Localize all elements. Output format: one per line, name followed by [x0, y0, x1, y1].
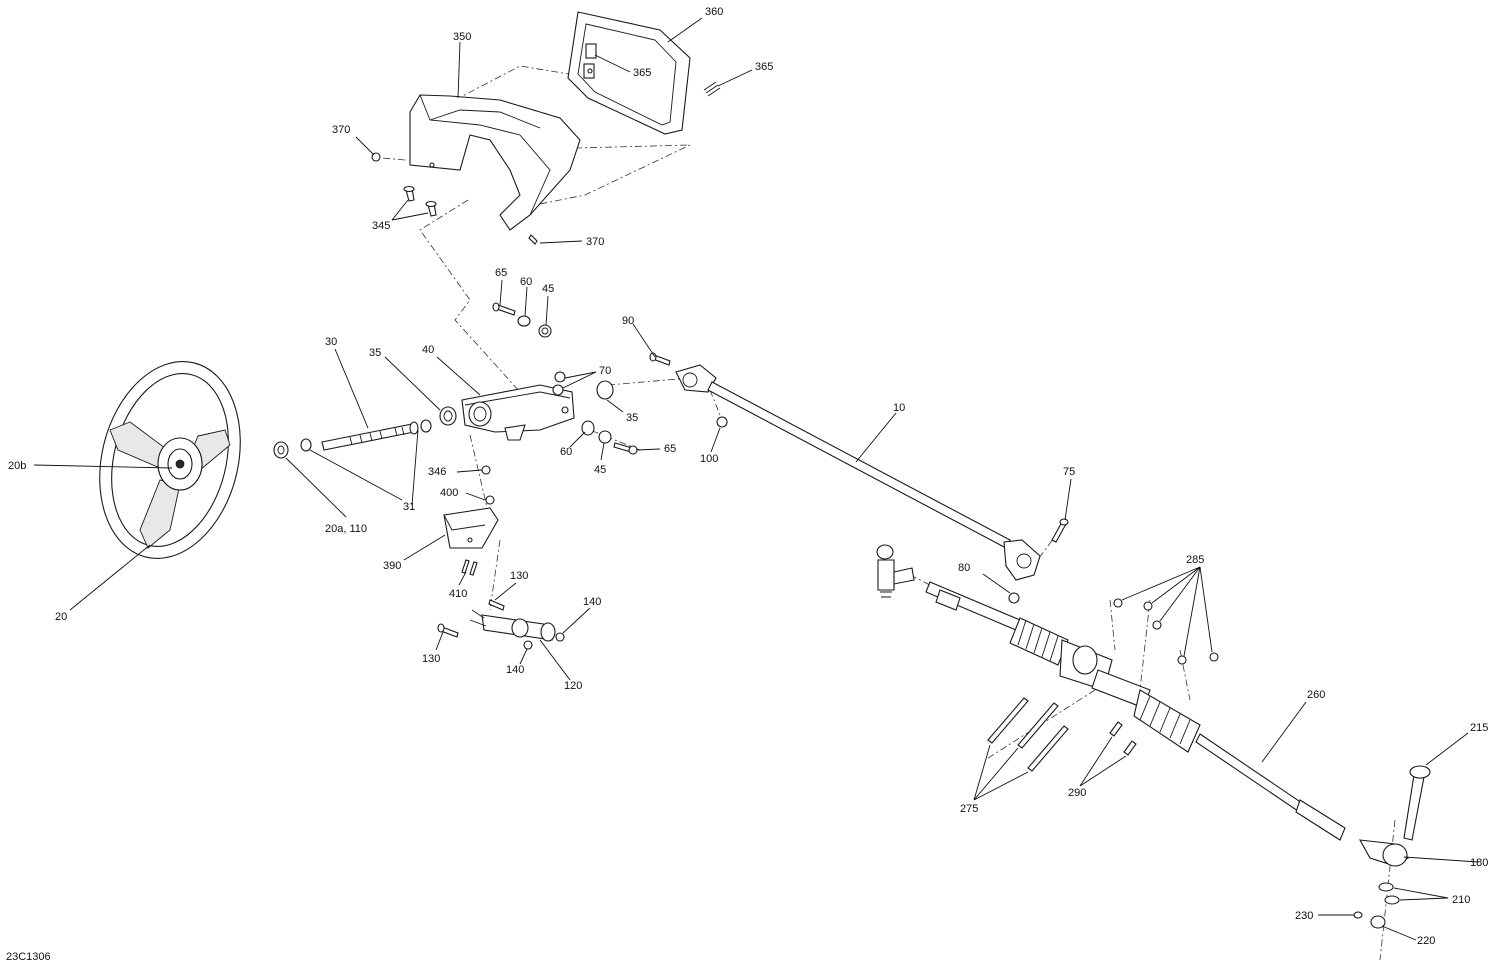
- callout-20a-110: 20a, 110: [325, 523, 367, 535]
- callout-65-bottom: 65: [664, 443, 676, 455]
- washers-210: [1378, 882, 1400, 905]
- bolt-130-top: [488, 599, 505, 611]
- callout-410: 410: [449, 588, 467, 600]
- nut-140-bottom: [523, 640, 533, 650]
- nut-220: [1370, 915, 1386, 929]
- spacer-60-bottom: [581, 420, 595, 436]
- nut-80: [1008, 592, 1020, 604]
- nut-140-right: [555, 632, 565, 642]
- bolt-75: [1051, 518, 1069, 543]
- callout-400: 400: [440, 487, 458, 499]
- bushing-35-left: [439, 406, 457, 426]
- callout-31: 31: [403, 501, 415, 513]
- nut-400: [485, 495, 495, 505]
- steering-wheel-20: [99, 361, 241, 559]
- steering-cover-350: [409, 94, 581, 231]
- nut-20a: [273, 441, 289, 459]
- leader-lines: [33, 17, 1479, 941]
- callout-390: 390: [383, 560, 401, 572]
- steering-shaft-30: [321, 421, 419, 451]
- callout-350: 350: [453, 31, 471, 43]
- nut-230: [1353, 911, 1363, 919]
- nut-346: [481, 465, 491, 475]
- nut-45-bottom: [598, 430, 612, 444]
- assembly-lines: [381, 65, 1396, 961]
- callout-20: 20: [55, 611, 67, 623]
- callout-365-clip: 365: [755, 61, 773, 73]
- bushing-35-right: [596, 380, 614, 400]
- tie-rod-end-right: [1358, 839, 1409, 867]
- callout-75: 75: [1063, 466, 1075, 478]
- callout-365-bezel: 365: [633, 67, 651, 79]
- callout-130-top: 130: [510, 570, 528, 582]
- callout-45-bottom: 45: [594, 464, 606, 476]
- callout-labels: 360 350 365 365 370 345 370 65 60 45 90 …: [6, 6, 1488, 963]
- callout-285: 285: [1186, 554, 1204, 566]
- callout-40: 40: [422, 344, 434, 356]
- fastener-370-bottom: [528, 234, 538, 245]
- bolt-65-top: [492, 302, 516, 316]
- bolts-290: [1109, 721, 1137, 756]
- nut-45-top: [538, 324, 552, 338]
- callout-60-top: 60: [520, 276, 532, 288]
- callout-346: 346: [428, 466, 446, 478]
- washer-31: [300, 419, 432, 452]
- push-pins-345: [403, 185, 437, 217]
- callout-80: 80: [958, 562, 970, 574]
- callout-220: 220: [1417, 935, 1435, 947]
- studs-410: [461, 559, 478, 576]
- callout-360: 360: [705, 6, 723, 18]
- callout-370-bottom: 370: [586, 236, 604, 248]
- callout-65-top: 65: [495, 267, 507, 279]
- callout-35-left: 35: [369, 347, 381, 359]
- bolt-90: [649, 352, 671, 366]
- callout-30: 30: [325, 336, 337, 348]
- callout-140-bottom: 140: [506, 664, 524, 676]
- bolt-130-bottom: [437, 623, 459, 638]
- nuts-70: [552, 371, 566, 396]
- callout-45-top: 45: [542, 283, 554, 295]
- tie-rod-end-left: [876, 544, 915, 598]
- callout-290: 290: [1068, 787, 1086, 799]
- instrument-bezel-360: [567, 11, 691, 135]
- callout-70: 70: [599, 365, 611, 377]
- callout-215: 215: [1470, 722, 1488, 734]
- nuts-285: [1113, 598, 1219, 665]
- callout-140-right: 140: [583, 596, 601, 608]
- callout-370-top: 370: [332, 124, 350, 136]
- callout-130-bottom: 130: [422, 653, 440, 665]
- callout-60-bottom: 60: [560, 446, 572, 458]
- callout-35-right: 35: [626, 412, 638, 424]
- callout-260: 260: [1307, 689, 1325, 701]
- nut-100: [716, 416, 728, 428]
- callout-230: 230: [1295, 910, 1313, 922]
- bracket-390: [443, 507, 499, 549]
- bolt-215: [1403, 765, 1431, 841]
- clip-365: [703, 81, 721, 97]
- intermediate-shaft-10: [675, 364, 1041, 581]
- callout-10: 10: [893, 402, 905, 414]
- bolt-65-bottom: [613, 442, 638, 455]
- bolts-275: [987, 697, 1069, 772]
- callout-90: 90: [622, 315, 634, 327]
- callout-210: 210: [1452, 894, 1470, 906]
- callout-345: 345: [372, 220, 390, 232]
- sensor-120: [469, 609, 556, 642]
- callout-20b: 20b: [8, 460, 26, 472]
- drawing-id: 23C1306: [6, 951, 51, 963]
- callout-275: 275: [960, 803, 978, 815]
- callout-100: 100: [700, 453, 718, 465]
- callout-180: 180: [1470, 857, 1488, 869]
- spacer-60-top: [517, 315, 531, 327]
- column-support-40: [461, 384, 575, 441]
- steering-rack: [925, 581, 1346, 841]
- callout-120: 120: [564, 680, 582, 692]
